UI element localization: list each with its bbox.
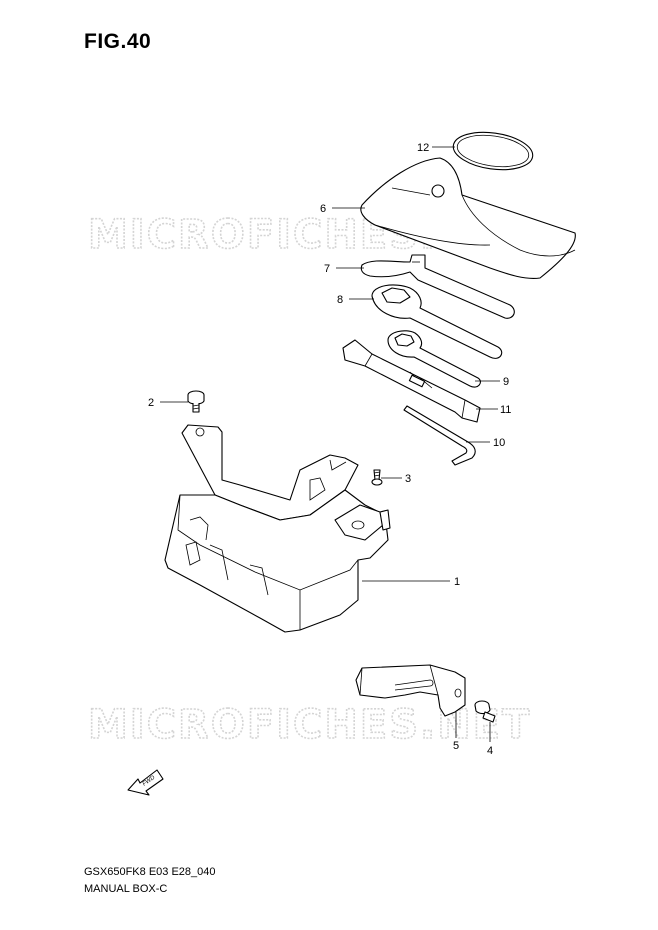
callout-3: 3 (381, 473, 411, 485)
callout-10-label: 10 (493, 437, 505, 449)
callout-2-label: 2 (148, 397, 154, 409)
callout-9-label: 9 (503, 376, 509, 388)
callout-1-label: 1 (454, 576, 460, 588)
callout-7: 7 (324, 263, 364, 275)
callout-5-label: 5 (453, 740, 459, 752)
callout-12-label: 12 (417, 142, 429, 154)
part-8-box-wrench (371, 284, 503, 359)
part-7-spanner (360, 254, 515, 319)
part-6-tool-bag (360, 157, 576, 279)
callout-4: 4 (487, 722, 493, 757)
section-name: MANUAL BOX-C (84, 883, 168, 895)
part-11-socket-handle (342, 339, 481, 423)
callout-7-label: 7 (324, 263, 330, 275)
callout-1: 1 (362, 576, 460, 588)
callout-8: 8 (337, 294, 374, 306)
part-3-screw (371, 469, 383, 486)
part-12-o-ring (452, 131, 534, 171)
callout-4-label: 4 (487, 745, 493, 757)
callout-6-label: 6 (320, 203, 326, 215)
figure-title: FIG.40 (84, 30, 152, 53)
callout-10: 10 (466, 437, 505, 449)
part-1-manual-box (164, 424, 391, 633)
callout-6: 6 (320, 203, 365, 215)
callout-12: 12 (417, 142, 455, 154)
watermark-bottom: MICROFICHES.NET (88, 702, 531, 748)
callout-5: 5 (453, 712, 459, 752)
callout-2: 2 (148, 397, 188, 409)
fwd-direction-arrow: FWD (127, 769, 164, 796)
callout-11: 11 (476, 404, 511, 416)
callout-9: 9 (475, 376, 509, 388)
part-9-small-wrench (387, 330, 481, 388)
callout-8-label: 8 (337, 294, 343, 306)
model-code: GSX650FK8 E03 E28_040 (84, 866, 216, 878)
part-10-hex-key (403, 405, 476, 466)
callout-11-label: 11 (500, 404, 511, 416)
part-4-bolt (474, 700, 496, 723)
part-2-bolt (187, 390, 205, 413)
part-5-bracket (355, 664, 466, 717)
callout-3-label: 3 (405, 473, 411, 485)
